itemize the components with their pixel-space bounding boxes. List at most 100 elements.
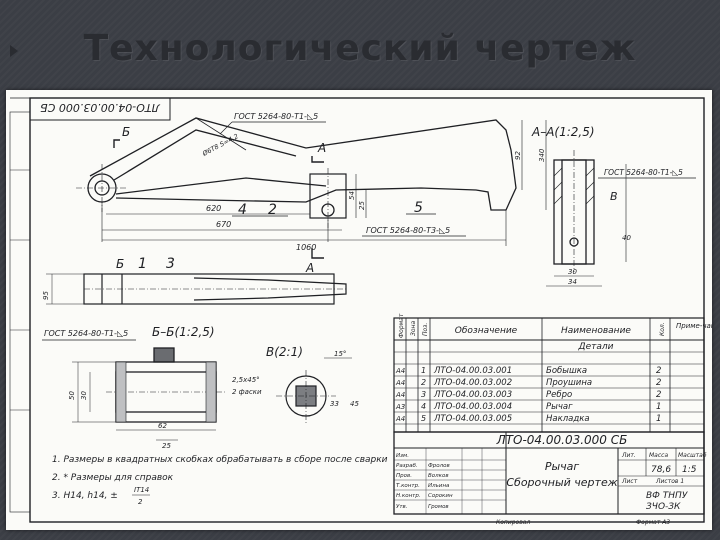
svg-text:5: 5 <box>421 414 426 423</box>
dim-340: 340 <box>538 148 546 162</box>
sheet-label: Лист <box>621 478 638 485</box>
svg-text:Разраб.: Разраб. <box>396 463 418 469</box>
rotated-stamp-box <box>29 97 171 121</box>
svg-text:Бобышка: Бобышка <box>546 366 587 376</box>
detail-v-title: В(2:1) <box>266 345 303 359</box>
dim-15: 15° <box>334 350 346 358</box>
svg-text:ЛТО-04.00.03.001: ЛТО-04.00.03.001 <box>433 366 512 376</box>
callout-2: 2 <box>268 202 277 218</box>
svg-text:Громов: Громов <box>428 504 449 510</box>
svg-text:Волков: Волков <box>428 473 449 479</box>
dim-620: 620 <box>206 204 221 213</box>
section-b-view <box>72 347 226 441</box>
note-1: 1. Размеры в квадратных скобках обрабаты… <box>52 455 388 465</box>
col-pos: Поз. <box>422 323 429 336</box>
sheets-label: Листов 1 <box>655 478 684 485</box>
svg-text:ЛТО-04.00.03.004: ЛТО-04.00.03.004 <box>433 402 512 412</box>
slide-bullet-icon <box>10 45 18 57</box>
svg-text:2: 2 <box>656 390 661 400</box>
svg-text:Накладка: Накладка <box>546 414 590 424</box>
mass-label: Масса <box>649 452 668 459</box>
side-margin-strip <box>9 111 31 513</box>
dim-chamfer: 2,5x45° <box>232 376 260 384</box>
svg-text:Ребро: Ребро <box>546 390 572 400</box>
scale-value: 1:5 <box>682 465 697 475</box>
svg-text:Рычаг: Рычаг <box>546 402 573 412</box>
section-mark-a-top: А <box>317 141 326 155</box>
svg-text:Т.контр.: Т.контр. <box>396 483 420 489</box>
table-row: А4 3 ЛТО-04.00.03.003 Ребро 2 <box>395 390 661 400</box>
weld-label-right: ГОСТ 5264-80-Т1-◺5 <box>604 168 683 177</box>
svg-text:1: 1 <box>421 366 426 375</box>
section-mark-a-bottom: А <box>305 261 314 275</box>
callout-3: 3 <box>166 256 175 272</box>
svg-text:Фролов: Фролов <box>428 463 450 469</box>
detail-v-view <box>276 357 352 424</box>
svg-text:3: 3 <box>421 390 426 399</box>
section-a-title: А–А(1:2,5) <box>531 125 595 139</box>
section-mark-b-bottom: Б <box>116 257 124 271</box>
dim-62: 62 <box>158 422 167 430</box>
title-block: ЛТО-04.00.03.000 СБ Рычаг Сборочный черт… <box>393 431 707 515</box>
col-qty: Кол. <box>659 322 666 336</box>
doc-number: ЛТО-04.00.03.000 СБ <box>496 433 628 447</box>
dim-chamfer-note: 2 фаски <box>232 388 262 396</box>
svg-text:Сорокин: Сорокин <box>428 493 453 499</box>
name-line-1: Рычаг <box>545 460 580 473</box>
svg-text:1: 1 <box>656 402 661 412</box>
dim-670: 670 <box>216 220 231 229</box>
col-zone: Зона <box>410 321 417 336</box>
dim-95: 95 <box>42 291 50 300</box>
svg-text:2: 2 <box>656 366 661 376</box>
svg-text:2: 2 <box>421 378 426 387</box>
col-format: Формат <box>398 313 405 338</box>
rotated-stamp-text: ЛТО-04.00.03.000 СБ <box>40 101 161 114</box>
table-row: А4 5 ЛТО-04.00.03.005 Накладка 1 <box>395 414 661 424</box>
dim-33: 33 <box>330 400 339 408</box>
weld-label-top: ГОСТ 5264-80-Т1-◺5 <box>234 112 318 121</box>
scale-label: Масштаб <box>678 452 707 459</box>
dim-40: 40 <box>622 234 631 242</box>
svg-text:1: 1 <box>656 414 661 424</box>
dim-25b: 25 <box>162 442 171 450</box>
svg-text:А4: А4 <box>395 415 405 423</box>
svg-text:Утв.: Утв. <box>396 504 408 510</box>
name-line-2: Сборочный чертеж <box>506 476 617 489</box>
svg-text:2: 2 <box>656 378 661 388</box>
col-name: Наименование <box>561 326 631 336</box>
svg-text:ЛТО-04.00.03.002: ЛТО-04.00.03.002 <box>433 378 512 388</box>
svg-text:Ильина: Ильина <box>428 483 450 489</box>
table-row: А4 2 ЛТО-04.00.03.002 Проушина 2 <box>395 378 661 388</box>
col-note: Приме-чание <box>676 322 712 330</box>
dim-30: 30 <box>568 268 577 276</box>
svg-text:Проушина: Проушина <box>546 378 592 388</box>
drawing-sheet: ЛТО-04.00.03.000 СБ 620 670 1060 Ø6Т8 S=… <box>6 90 712 530</box>
section-mark-b-top: Б <box>122 125 130 139</box>
section-a-view <box>546 150 627 287</box>
note-2: 2. * Размеры для справок <box>52 473 174 483</box>
technical-notes: 1. Размеры в квадратных скобках обрабаты… <box>52 455 388 506</box>
weld-label-left: ГОСТ 5264-80-Т1-◺5 <box>44 329 128 338</box>
svg-text:4: 4 <box>421 402 426 411</box>
copied-label: Копировал <box>496 519 530 526</box>
svg-text:А4: А4 <box>395 379 405 387</box>
dim-1060: 1060 <box>296 243 316 252</box>
main-view-dimensions <box>101 120 547 246</box>
table-row: А4 1 ЛТО-04.00.03.001 Бобышка 2 <box>395 366 661 376</box>
org-line-1: ВФ ТНПУ <box>646 491 688 501</box>
svg-text:А4: А4 <box>395 367 405 375</box>
lever-plan-view <box>46 273 347 305</box>
dim-34: 34 <box>568 278 577 286</box>
format-label: Формат А3 <box>636 519 670 526</box>
specification-table: Формат Зона Поз. Обозначение Наименовани… <box>393 313 712 433</box>
callout-5: 5 <box>414 200 423 216</box>
dim-92: 92 <box>514 151 522 160</box>
org-line-2: ЗЧО-ЗК <box>646 502 681 512</box>
technical-drawing: ЛТО-04.00.03.000 СБ 620 670 1060 Ø6Т8 S=… <box>9 97 712 526</box>
dim-50: 50 <box>68 391 76 400</box>
mass-value: 78,6 <box>651 465 671 475</box>
col-designation: Обозначение <box>455 326 518 336</box>
dim-30b: 30 <box>80 391 88 400</box>
lit-label: Лит. <box>621 452 636 459</box>
svg-text:Н.контр.: Н.контр. <box>396 493 421 499</box>
